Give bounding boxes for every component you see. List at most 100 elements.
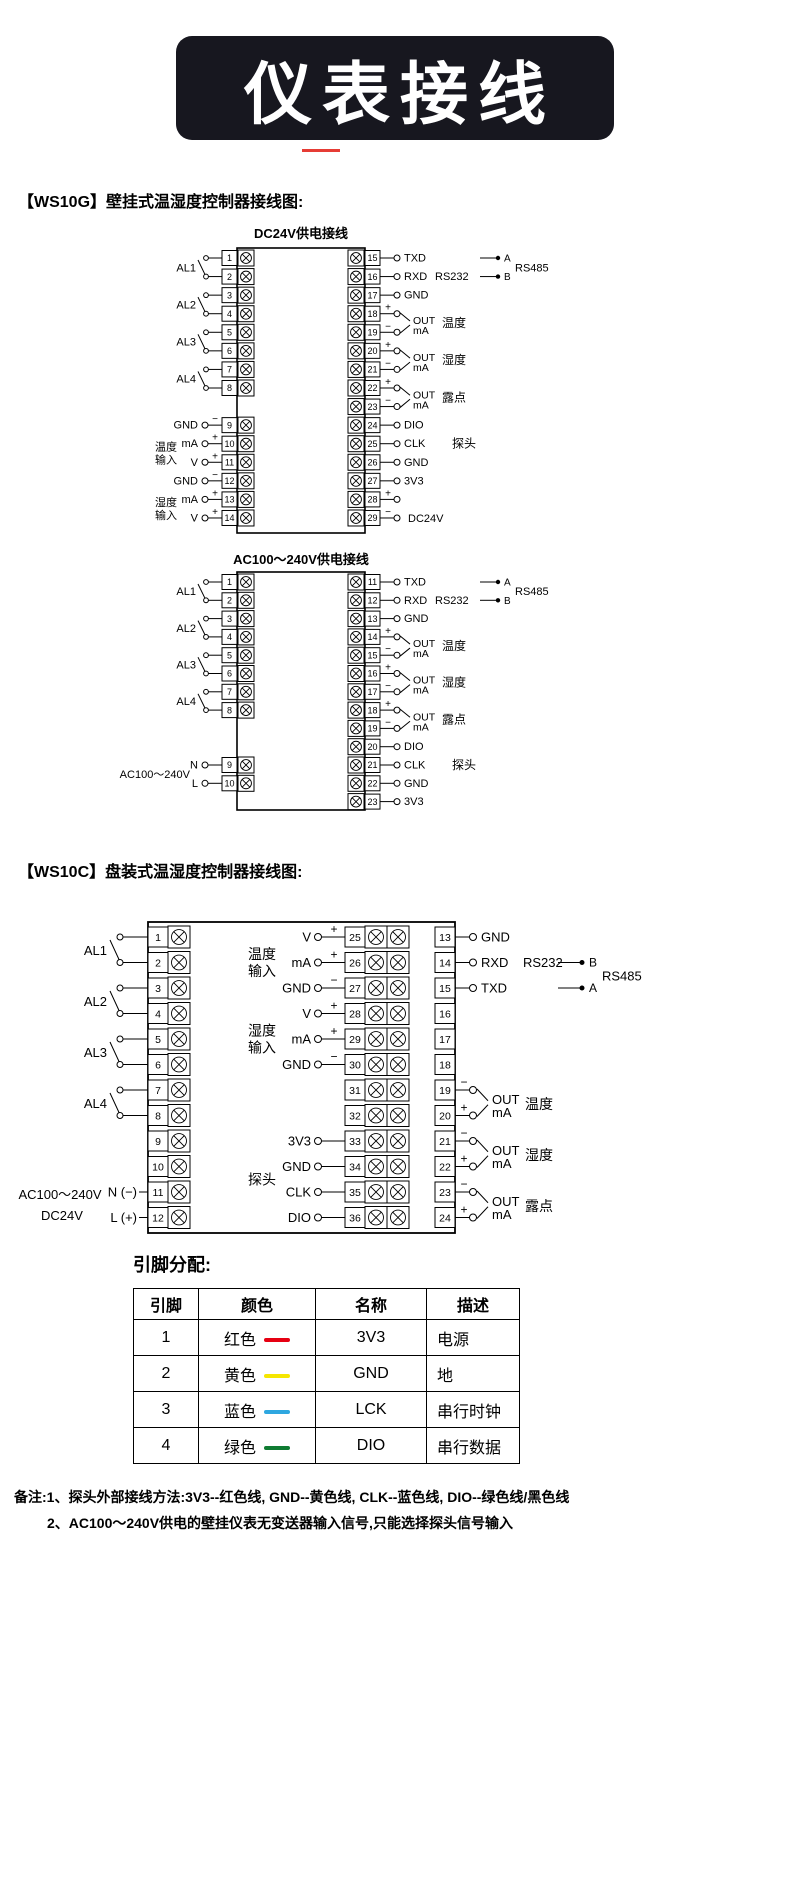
out-unit-label: mA bbox=[413, 648, 429, 660]
connection-point bbox=[469, 1162, 477, 1171]
connection-point bbox=[203, 255, 209, 261]
terminal-number: 33 bbox=[349, 1136, 361, 1148]
switch-contact bbox=[109, 990, 120, 1011]
pin-label: L bbox=[192, 778, 198, 790]
connection-point bbox=[393, 458, 401, 466]
device-body bbox=[236, 247, 366, 534]
group-label: 探头 bbox=[248, 1171, 276, 1187]
connection-point bbox=[203, 688, 209, 695]
wire bbox=[399, 635, 411, 645]
wire bbox=[399, 647, 411, 657]
terminal-number: 2 bbox=[155, 957, 161, 969]
wire bbox=[399, 720, 411, 730]
connection-point bbox=[116, 959, 124, 966]
terminal-number-box bbox=[434, 1054, 456, 1075]
out-unit-label: mA bbox=[492, 1156, 512, 1171]
note-line-1: 备注:1、探头外部接线方法:3V3--红色线, GND--黄色线, CLK--蓝… bbox=[14, 1489, 570, 1505]
terminal-number: 10 bbox=[152, 1161, 164, 1173]
connection-dot bbox=[495, 579, 501, 585]
terminal-number: 34 bbox=[349, 1161, 361, 1173]
pin-label: N (−) bbox=[108, 1185, 137, 1200]
wire-color-name: 红色 bbox=[223, 1331, 256, 1349]
connection-point bbox=[314, 1035, 322, 1043]
terminal-number: 11 bbox=[225, 458, 234, 468]
title-banner: 仪表接线 bbox=[176, 36, 614, 140]
terminal-number: 20 bbox=[367, 346, 377, 356]
polarity-sign: − bbox=[385, 321, 391, 332]
note-line-2: 2、AC100～240V供电的壁挂仪表无变送器输入信号,只能选择探头信号输入 bbox=[47, 1515, 513, 1531]
connection-point bbox=[116, 1061, 124, 1068]
terminal-number: 13 bbox=[367, 614, 377, 624]
pin-label: V bbox=[191, 512, 199, 524]
terminal-number: 13 bbox=[224, 495, 234, 505]
pin-label: L (+) bbox=[110, 1210, 137, 1225]
connection-point bbox=[314, 1060, 322, 1069]
connection-point bbox=[201, 477, 209, 485]
channel-label: 湿度 bbox=[525, 1147, 553, 1163]
connection-point bbox=[393, 724, 401, 732]
group-label: 湿度 bbox=[155, 495, 177, 509]
alarm-relay-label: AL4 bbox=[84, 1096, 107, 1111]
polarity-sign: − bbox=[212, 414, 218, 425]
pin-label: mA bbox=[292, 1032, 312, 1047]
polarity-sign: + bbox=[212, 451, 218, 462]
group-label: 温度 bbox=[248, 946, 276, 962]
out-unit-label: mA bbox=[413, 362, 429, 374]
terminal-number: 4 bbox=[227, 309, 232, 319]
connection-point bbox=[201, 421, 209, 429]
connection-point bbox=[201, 779, 209, 787]
terminal-number: 21 bbox=[439, 1136, 451, 1148]
connection-point bbox=[393, 291, 401, 299]
terminal-number: 16 bbox=[439, 1008, 451, 1020]
polarity-sign: + bbox=[330, 1024, 337, 1038]
rs485-label: RS485 bbox=[515, 262, 549, 274]
terminal-number: 20 bbox=[367, 742, 377, 752]
terminal-number: 27 bbox=[367, 476, 377, 486]
connection-dot bbox=[579, 960, 585, 965]
port-label: RS232 bbox=[435, 595, 469, 607]
section-ws10c-heading: 【WS10C】盘装式温湿度控制器接线图: bbox=[18, 864, 303, 881]
terminal-number: 21 bbox=[367, 760, 377, 770]
polarity-sign: + bbox=[330, 922, 337, 936]
out-label: OUT bbox=[413, 711, 436, 723]
connection-dot bbox=[495, 598, 501, 603]
terminal-number: 7 bbox=[227, 687, 232, 697]
connection-point bbox=[393, 477, 401, 485]
terminal-number: 31 bbox=[349, 1085, 361, 1097]
terminal-number: 1 bbox=[227, 577, 232, 587]
terminal-number: 35 bbox=[349, 1187, 361, 1199]
terminal-number: 32 bbox=[349, 1110, 361, 1122]
rs485-pin: B bbox=[589, 956, 597, 970]
connection-point bbox=[393, 615, 401, 623]
terminal-number: 14 bbox=[367, 632, 377, 642]
pin-label: TXD bbox=[404, 577, 426, 589]
connection-point bbox=[393, 633, 401, 641]
polarity-sign: − bbox=[330, 1050, 337, 1064]
terminal-number: 1 bbox=[227, 253, 232, 263]
signal-name: LCK bbox=[315, 1391, 427, 1428]
connection-point bbox=[469, 1137, 477, 1145]
wire bbox=[399, 386, 411, 396]
out-unit-label: mA bbox=[413, 399, 429, 411]
diagram-ws10g-dc24v: DC24V供电接线123456789GND−10mA+11V+12GND−13m… bbox=[155, 226, 549, 534]
pin-label: N bbox=[190, 760, 198, 772]
pin-label: DIO bbox=[404, 420, 424, 432]
switch-contact bbox=[197, 371, 206, 387]
pin-label: GND bbox=[404, 613, 429, 625]
terminal-number: 19 bbox=[367, 724, 377, 734]
rs485-pin-b: B bbox=[504, 596, 511, 607]
connection-point bbox=[201, 495, 209, 503]
terminal-number: 30 bbox=[349, 1059, 361, 1071]
polarity-sign: − bbox=[385, 717, 391, 728]
connection-point bbox=[393, 743, 401, 751]
terminal-number: 11 bbox=[368, 577, 377, 587]
terminal-number: 1 bbox=[155, 932, 161, 944]
terminal-number: 4 bbox=[227, 632, 232, 642]
terminal-number: 11 bbox=[153, 1187, 164, 1199]
terminal-number: 5 bbox=[227, 650, 232, 660]
switch-contact bbox=[197, 334, 206, 350]
connection-point bbox=[393, 403, 401, 411]
out-unit-label: mA bbox=[413, 721, 429, 733]
